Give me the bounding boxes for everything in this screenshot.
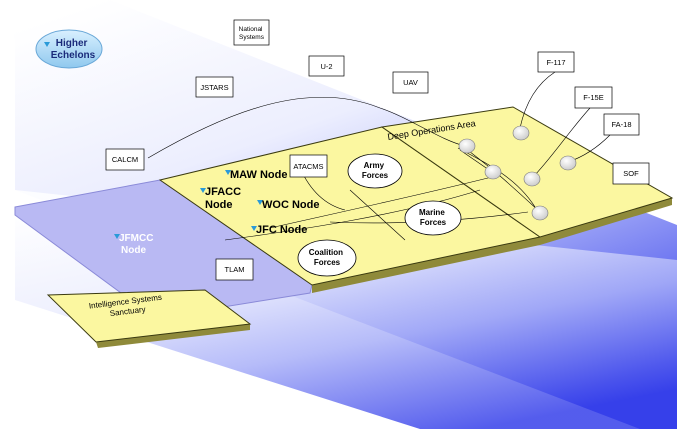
cloud-icon	[458, 138, 476, 154]
deep-ops-board	[380, 106, 674, 238]
f15e-path	[531, 107, 591, 179]
svg-text:WOC Node: WOC Node	[262, 199, 319, 211]
svg-text:MAW Node: MAW Node	[230, 169, 287, 181]
national-systems-box: National Systems	[233, 19, 270, 46]
cloud-icon	[512, 125, 530, 141]
calcm-box: CALCM	[105, 148, 145, 171]
coalition-forces-ellipse: Coalition Forces	[297, 239, 357, 277]
cloud-icon	[523, 171, 541, 187]
tlam-box: TLAM	[215, 258, 254, 281]
sof-box: SOF	[612, 162, 650, 185]
svg-text:Army Forces: Army Forces	[362, 161, 389, 180]
connector-lines	[147, 71, 611, 241]
cloud-icon	[559, 155, 577, 171]
triangle-marker-icon	[257, 200, 263, 205]
triangle-marker-icon	[225, 170, 231, 175]
f117-path	[519, 71, 556, 129]
f15e-box: F-15E	[574, 86, 613, 109]
svg-text:ATACMS: ATACMS	[293, 162, 323, 171]
higher-echelons-bubble: Higher Echelons	[35, 29, 103, 69]
f117-box: F-117	[537, 51, 575, 73]
svg-text:Higher Echelons: Higher Echelons	[51, 38, 96, 61]
marine-forces-ellipse: Marine Forces	[404, 200, 462, 236]
calcm-path	[147, 96, 466, 159]
svg-text:UAV: UAV	[403, 78, 418, 87]
deep-ops-board-edge	[540, 198, 672, 245]
svg-text:U-2: U-2	[320, 62, 332, 71]
triangle-marker-icon	[114, 234, 120, 239]
cloud-icon	[531, 205, 549, 221]
svg-text:Marine Forces: Marine Forces	[419, 208, 447, 227]
fa18-box: FA-18	[603, 113, 640, 136]
svg-text:JFACC Node: JFACC Node	[205, 186, 244, 211]
system-boxes: National Systems JSTARS U-2 UAV CALCM AT…	[105, 19, 650, 281]
svg-text:JFMCC Node: JFMCC Node	[119, 233, 156, 256]
higher-echelons-line1: Higher	[56, 38, 88, 49]
uav-box: UAV	[392, 71, 429, 94]
svg-text:CALCM: CALCM	[112, 155, 138, 164]
target-clouds	[458, 125, 577, 221]
higher-echelons-line2: Echelons	[51, 50, 96, 61]
svg-text:JFC Node: JFC Node	[256, 224, 307, 236]
jfacc-node: JFACC Node	[200, 186, 244, 211]
svg-text:F-117: F-117	[546, 58, 565, 67]
svg-text:National Systems: National Systems	[239, 26, 265, 41]
svg-text:SOF: SOF	[623, 169, 639, 178]
army-forces-ellipse: Army Forces	[347, 153, 403, 189]
woc-node: WOC Node	[257, 199, 319, 211]
triangle-marker-icon	[251, 226, 257, 231]
svg-text:F-15E: F-15E	[583, 93, 603, 102]
jstars-box: JSTARS	[195, 76, 234, 98]
u2-box: U-2	[308, 55, 345, 77]
atacms-box: ATACMS	[289, 154, 328, 178]
cloud-icon	[484, 164, 502, 180]
jfmcc-node: JFMCC Node	[114, 233, 156, 256]
svg-text:Coalition Forces: Coalition Forces	[309, 248, 345, 267]
svg-text:TLAM: TLAM	[224, 265, 244, 274]
intel-board	[46, 289, 252, 343]
triangle-marker-icon	[44, 42, 50, 47]
intel-board-edge	[96, 324, 250, 348]
jfc-node: JFC Node	[251, 224, 307, 236]
maw-node: MAW Node	[225, 169, 287, 181]
main-board-edge	[312, 237, 540, 293]
triangle-marker-icon	[200, 188, 206, 193]
svg-text:JSTARS: JSTARS	[200, 83, 228, 92]
svg-text:FA-18: FA-18	[611, 120, 631, 129]
